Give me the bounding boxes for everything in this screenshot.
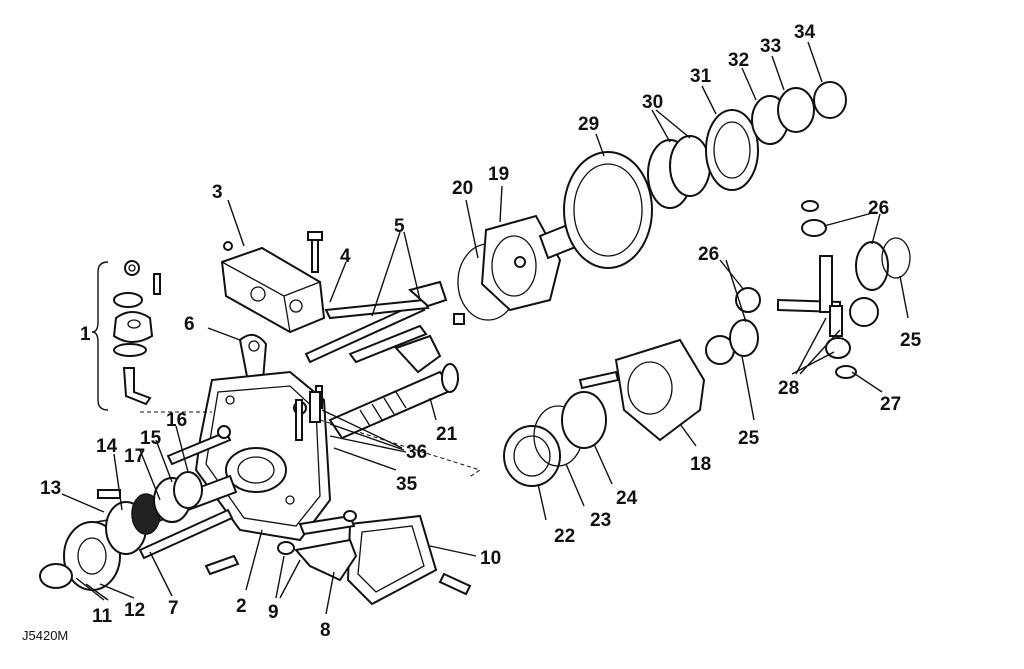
part-label-14: 14 [96, 436, 118, 457]
part-4-5-drawing [304, 280, 465, 374]
part-3-drawing [220, 231, 326, 334]
part-label-29: 29 [578, 114, 599, 135]
part-label-25b: 25 [900, 330, 922, 351]
part-label-13: 13 [40, 478, 61, 499]
part-label-11: 11 [92, 606, 113, 627]
drawing-reference: J5420M [22, 628, 68, 643]
part-label-30: 30 [642, 92, 663, 113]
part-label-33: 33 [760, 36, 781, 57]
leader-lines [61, 41, 909, 615]
part-label-26a: 26 [698, 244, 719, 265]
lower-fork-cover-drawing [204, 510, 472, 606]
part-label-18: 18 [690, 454, 711, 475]
part-label-10: 10 [480, 548, 501, 569]
part-label-3: 3 [212, 182, 223, 203]
part-label-32: 32 [728, 50, 749, 71]
part-21-drawing [309, 363, 459, 440]
mainshaft-gears-drawing [538, 81, 847, 269]
part-label-1: 1 [80, 324, 91, 345]
part-label-20: 20 [452, 178, 473, 199]
part-label-7: 7 [168, 598, 179, 619]
part-2-housing-drawing [140, 370, 482, 542]
part-label-31: 31 [690, 66, 712, 87]
rear-output-drawing [503, 338, 706, 487]
part-number-labels: 1 2 3 4 5 6 7 8 9 10 11 12 13 14 15 16 1… [22, 22, 922, 643]
part-label-6: 6 [184, 314, 195, 335]
part-label-12: 12 [124, 600, 145, 621]
part-label-26b: 26 [868, 198, 889, 219]
part-label-15: 15 [140, 428, 162, 449]
part-label-35: 35 [396, 474, 418, 495]
part-label-34: 34 [794, 22, 816, 43]
part-label-2: 2 [236, 596, 247, 617]
part-label-21: 21 [436, 424, 458, 445]
part-label-36: 36 [406, 442, 427, 463]
differential-drawing [705, 200, 911, 379]
part-label-9: 9 [268, 602, 279, 623]
input-shaft-assembly-drawing [39, 425, 238, 591]
part-label-19: 19 [488, 164, 509, 185]
part-label-4: 4 [340, 246, 351, 267]
part-label-27: 27 [880, 394, 901, 415]
part-label-25a: 25 [738, 428, 760, 449]
part-label-17: 17 [124, 446, 145, 467]
part-1-drawing [91, 260, 161, 411]
part-label-23: 23 [590, 510, 611, 531]
part-label-5: 5 [394, 216, 405, 237]
part-label-24: 24 [616, 488, 638, 509]
part-label-28: 28 [778, 378, 799, 399]
part-label-22: 22 [554, 526, 575, 547]
part-19-20-drawing [457, 214, 562, 321]
part-label-8: 8 [320, 620, 331, 641]
part-label-16: 16 [166, 410, 187, 431]
